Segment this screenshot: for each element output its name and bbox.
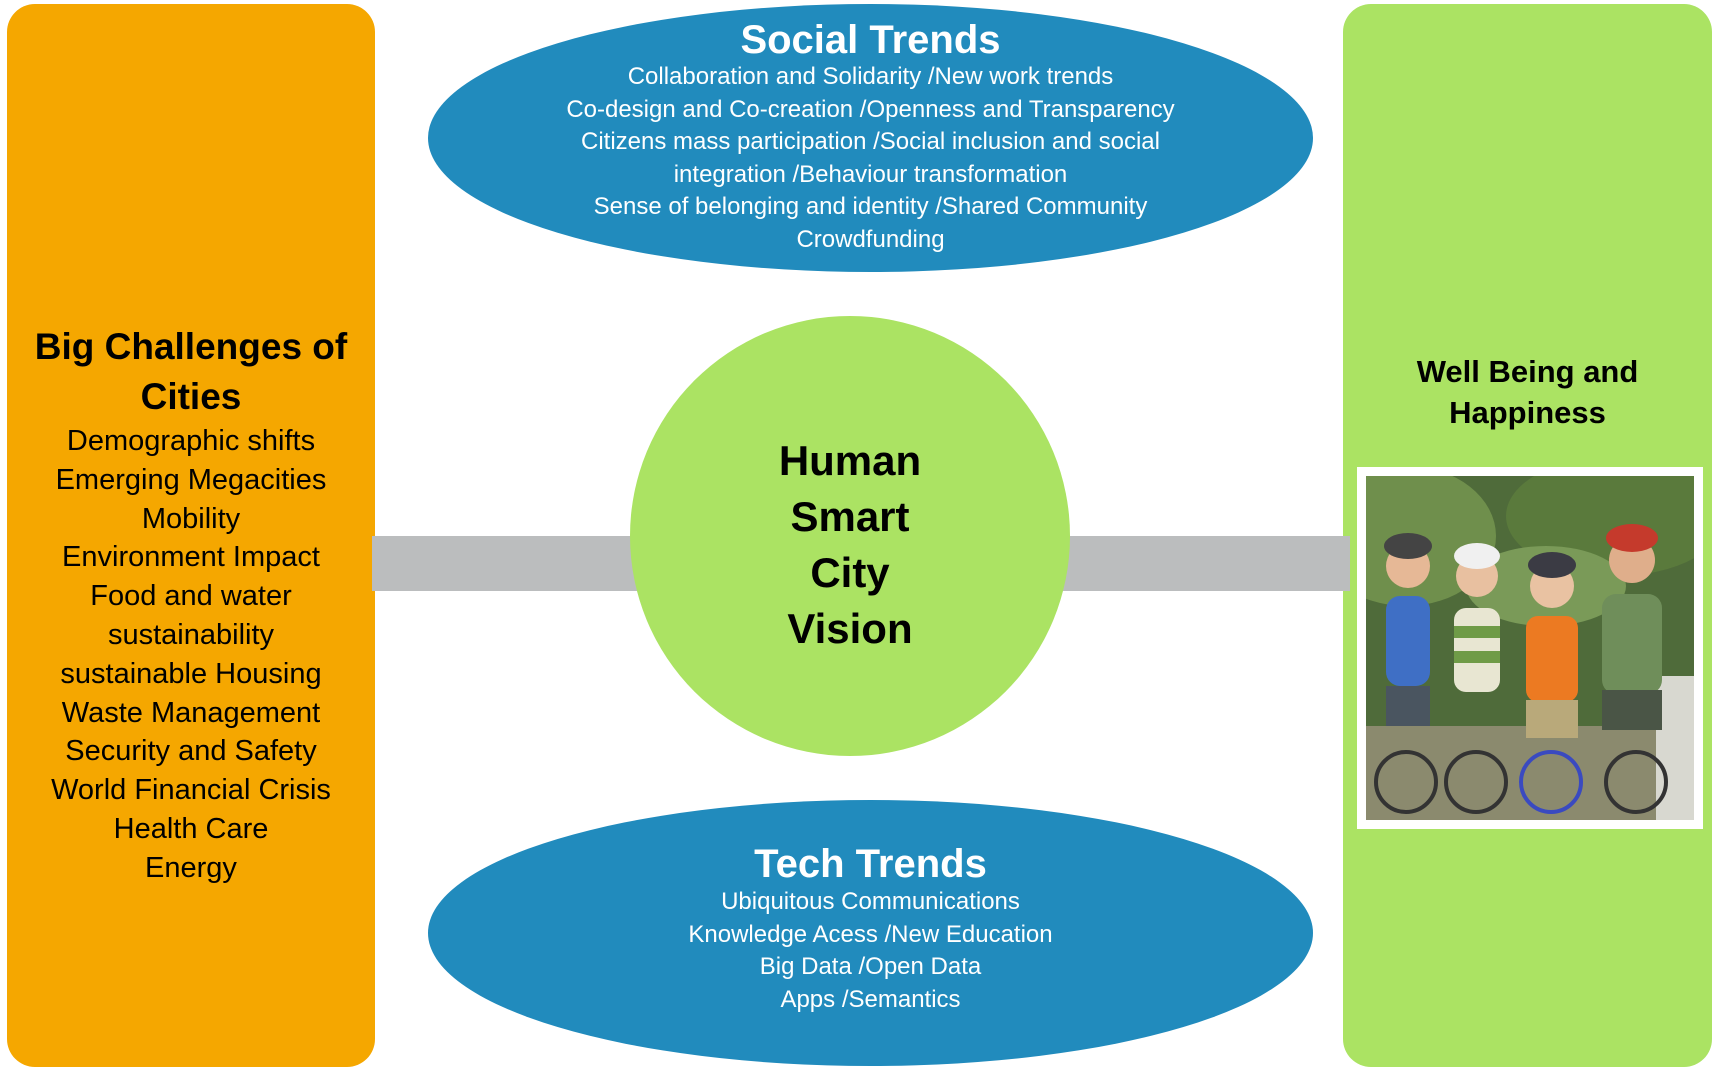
vision-label-line: Vision	[787, 605, 913, 652]
tech-trend-line: Apps /Semantics	[780, 985, 961, 1013]
tech-trend-line: Big Data /Open Data	[759, 953, 982, 981]
wellbeing-panel: Well Being and Happiness	[1343, 4, 1712, 1067]
challenge-item: sustainability	[107, 618, 275, 651]
challenge-item: Demographic shifts	[66, 425, 316, 457]
challenge-item: Energy	[145, 851, 237, 884]
challenge-item: Health Care	[113, 812, 269, 845]
challenges-list: Demographic shifts Emerging Megacities M…	[7, 422, 375, 888]
wellbeing-title: Well Being and Happiness	[1416, 354, 1639, 430]
family-cycling-photo	[1366, 476, 1694, 820]
challenge-item: Mobility	[141, 502, 241, 535]
tech-trends-title: Tech Trends	[754, 842, 987, 886]
social-trends-title: Social Trends	[740, 18, 1001, 62]
social-trend-line: Sense of belonging and identity /Shared …	[593, 193, 1148, 221]
social-trend-line: Citizens mass participation /Social incl…	[581, 128, 1160, 156]
social-trend-line: Collaboration and Solidarity /New work t…	[627, 63, 1114, 90]
challenge-item: Waste Management	[61, 696, 321, 729]
social-trend-line: Crowdfunding	[796, 225, 945, 253]
vision-label-line: Human	[778, 437, 922, 484]
social-trends-ellipse: Social Trends Collaboration and Solidari…	[428, 4, 1313, 272]
challenge-item: Food and water	[90, 580, 292, 613]
family-cycling-photo-frame	[1357, 467, 1703, 829]
vision-label-line: Smart	[790, 493, 910, 540]
challenges-panel: Big Challenges of Cities Demographic shi…	[7, 4, 375, 1067]
tech-trend-line: Knowledge Acess /New Education	[688, 920, 1053, 948]
challenge-item: Security and Safety	[65, 735, 317, 768]
social-trend-line: integration /Behaviour transformation	[673, 160, 1068, 188]
social-trend-line: Co-design and Co-creation /Openness and …	[566, 95, 1175, 123]
challenge-item: Environment Impact	[62, 541, 320, 574]
challenge-item: sustainable Housing	[60, 657, 322, 690]
tech-trend-line: Ubiquitous Communications	[721, 888, 1020, 915]
social-trends-list: Collaboration and Solidarity /New work t…	[428, 61, 1313, 257]
vision-label: Human Smart City Vision	[630, 433, 1070, 657]
challenge-item: World Financial Crisis	[51, 774, 331, 807]
challenge-item: Emerging Megacities	[55, 463, 327, 496]
challenges-title: Big Challenges of Cities	[34, 326, 348, 417]
vision-circle: Human Smart City Vision	[630, 316, 1070, 756]
tech-trends-ellipse: Tech Trends Ubiquitous Communications Kn…	[428, 800, 1313, 1066]
tech-trends-list: Ubiquitous Communications Knowledge Aces…	[428, 886, 1313, 1016]
vision-label-line: City	[810, 549, 890, 596]
